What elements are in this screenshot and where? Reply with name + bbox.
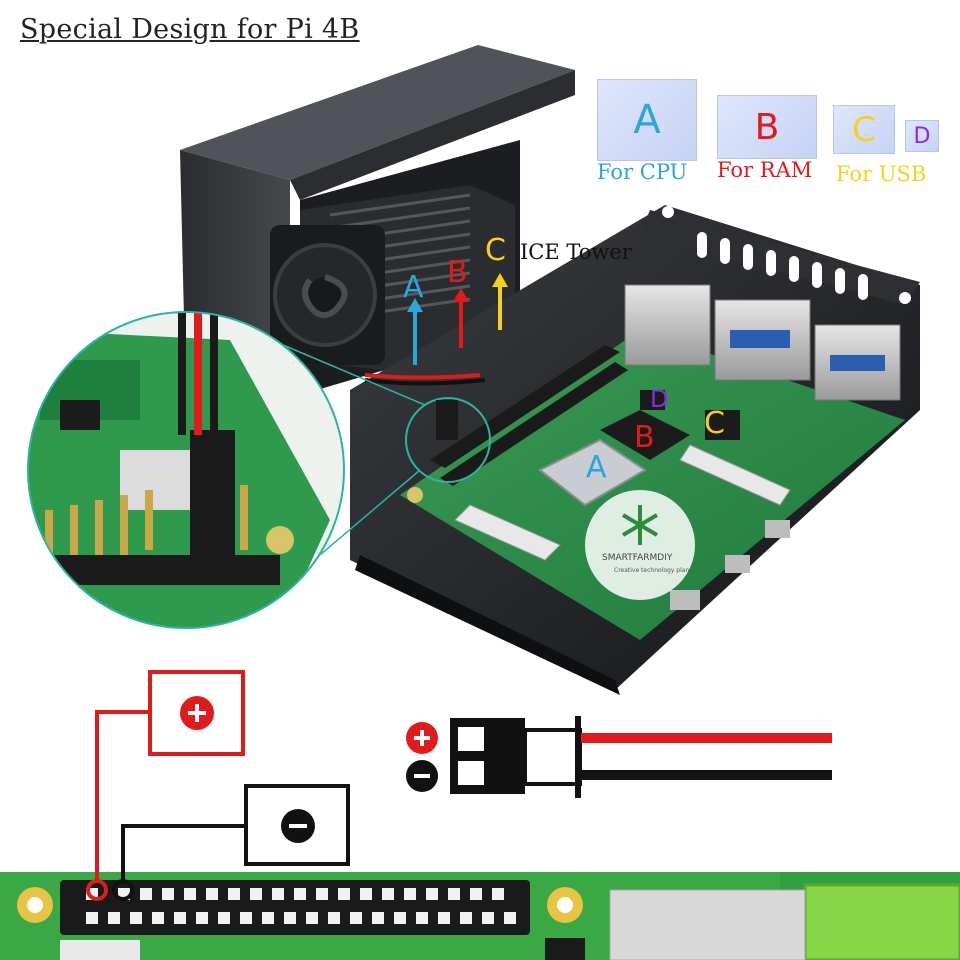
thermal-pad-b-letter: B	[754, 106, 780, 148]
thermal-pad-c-letter: C	[852, 109, 876, 150]
thermal-pad-d-letter: D	[913, 123, 931, 149]
tower-arrows	[407, 273, 508, 365]
wiring-diagram	[0, 670, 960, 960]
thermal-pad-a-letter: A	[633, 97, 661, 143]
ice-tower-label: ICE Tower	[520, 240, 632, 264]
thermal-pad-d: D	[905, 120, 939, 152]
thermal-pad-c: C	[833, 105, 895, 154]
pi-board-strip	[0, 872, 960, 960]
case-illustration	[27, 45, 920, 695]
thermal-pad-a: A	[597, 79, 697, 161]
board-label-c: C	[704, 406, 725, 441]
zoom-detail-circle	[27, 311, 491, 629]
watermark-brand: SMARTFARMDIY	[602, 553, 673, 563]
raspberry-pi-board	[400, 284, 905, 640]
tower-arrow-a-label: A	[403, 270, 424, 305]
board-label-a: A	[586, 450, 607, 485]
watermark-tagline: Creative technology plans	[614, 567, 693, 574]
thermal-pad-b-caption: For RAM	[717, 158, 813, 182]
cpu-chip	[538, 438, 647, 507]
usb-ethernet-ports	[624, 284, 901, 401]
usb-controller-chip	[705, 410, 740, 440]
board-label-d: D	[650, 385, 669, 413]
tower-arrow-c-label: C	[485, 233, 506, 268]
fan-connector	[406, 716, 832, 798]
page-title: Special Design for Pi 4B	[20, 14, 360, 45]
fan-icon	[302, 274, 348, 318]
ram-chip	[600, 410, 690, 460]
thermal-pad-c-caption: For USB	[836, 162, 927, 186]
thermal-pad-b: B	[717, 95, 817, 159]
board-label-b: B	[634, 420, 655, 455]
small-chip	[640, 390, 665, 410]
thermal-pad-a-caption: For CPU	[597, 160, 688, 184]
tower-arrow-b-label: B	[447, 255, 468, 290]
snowflake-icon	[621, 505, 659, 545]
